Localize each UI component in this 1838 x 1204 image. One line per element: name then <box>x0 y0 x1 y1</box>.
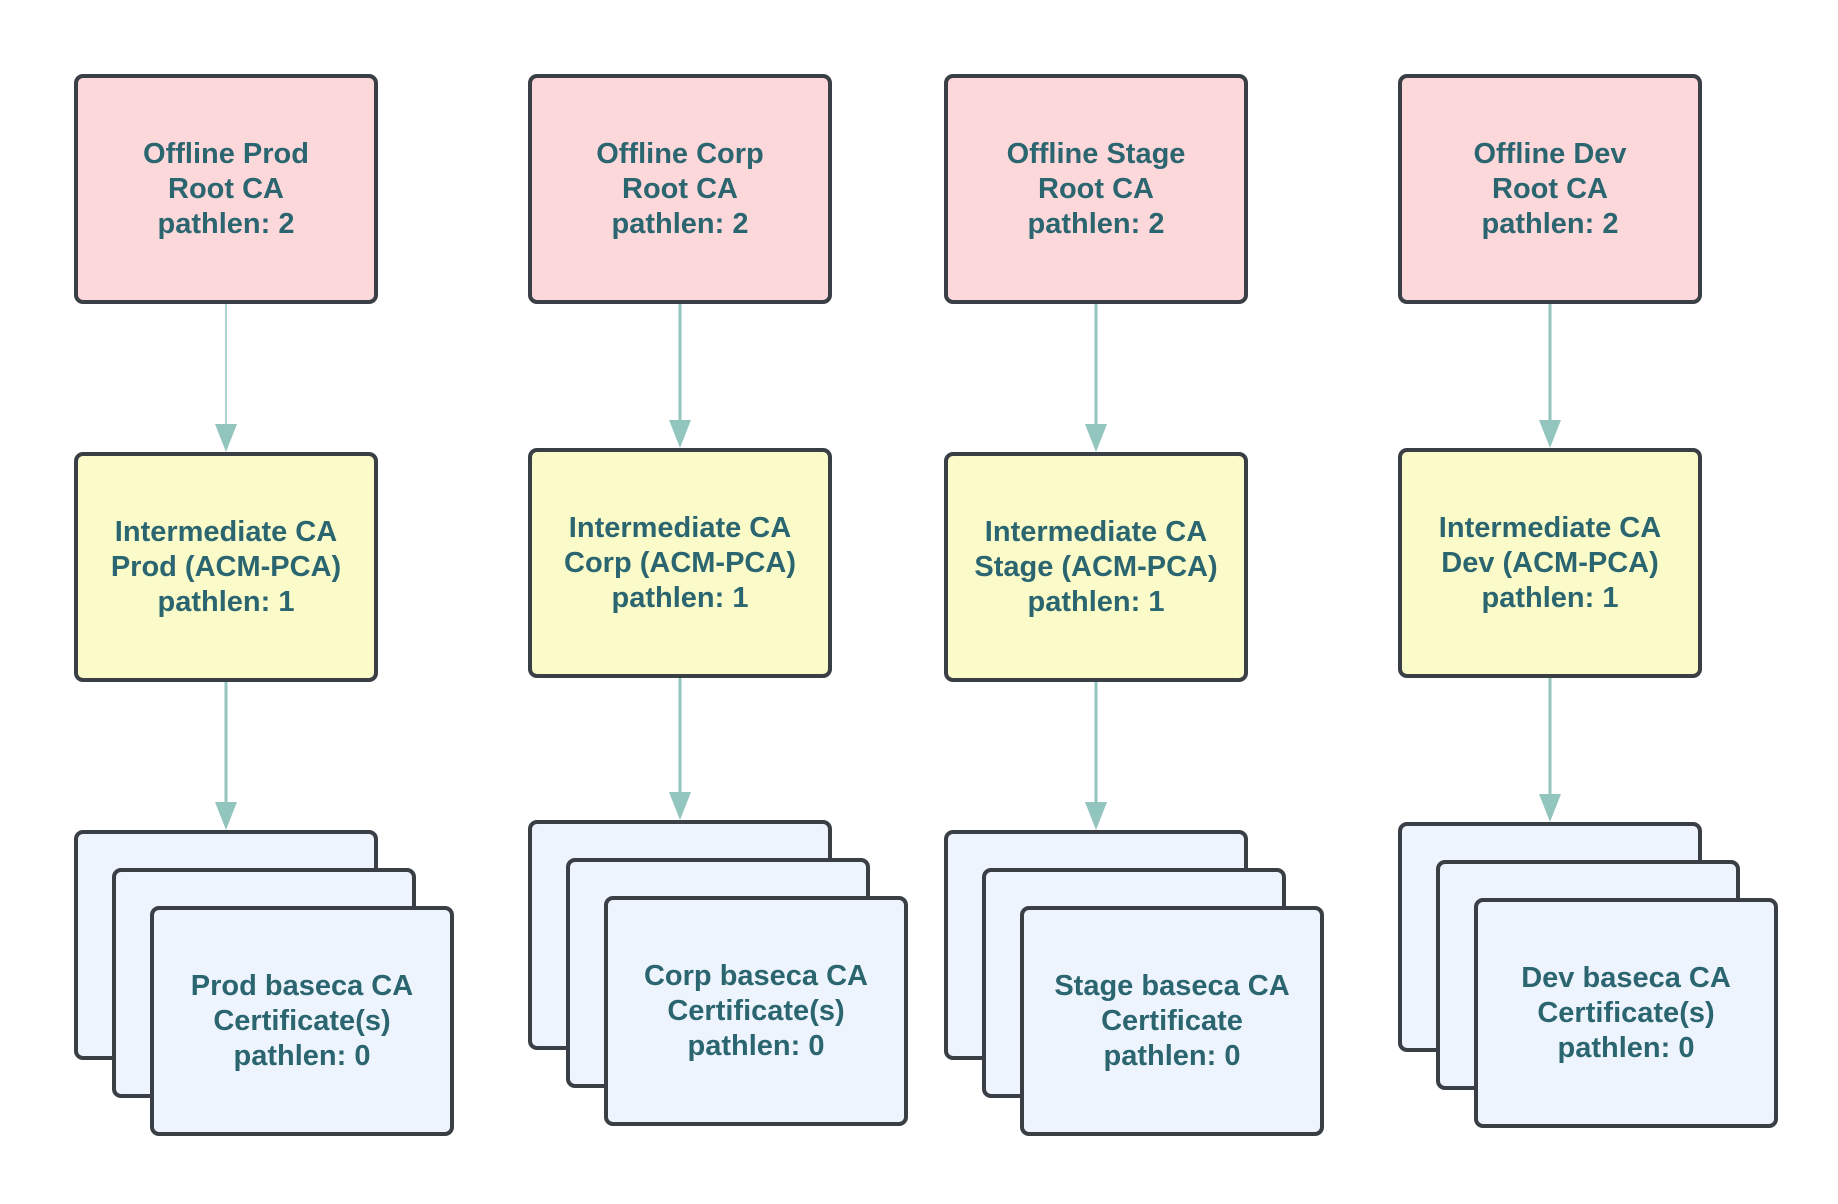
corp-certificate-line-2: Certificate(s) <box>667 994 845 1027</box>
dev-certificate-line-1: Dev baseca CA <box>1521 961 1731 994</box>
corp-intermediate-ca-box: Intermediate CA Corp (ACM-PCA) pathlen: … <box>528 448 832 678</box>
stage-certificate-box: Stage baseca CA Certificate pathlen: 0 <box>1020 906 1324 1136</box>
prod-root-to-intermediate-arrow-head <box>215 424 237 452</box>
dev-root-ca-box: Offline Dev Root CA pathlen: 2 <box>1398 74 1702 304</box>
dev-certificate-line-2: Certificate(s) <box>1537 996 1715 1029</box>
corp-certificate-line-3: pathlen: 0 <box>687 1029 825 1062</box>
corp-intermediate-to-certificate-arrow-head <box>669 792 691 820</box>
prod-root-line-3: pathlen: 2 <box>157 207 295 240</box>
stage-certificate-line-1: Stage baseca CA <box>1054 969 1290 1002</box>
dev-root-line-2: Root CA <box>1492 172 1608 205</box>
stage-root-to-intermediate-arrow <box>1085 304 1107 452</box>
prod-intermediate-to-certificate-arrow <box>215 682 237 830</box>
corp-root-ca-box: Offline Corp Root CA pathlen: 2 <box>528 74 832 304</box>
prod-intermediate-ca-box: Intermediate CA Prod (ACM-PCA) pathlen: … <box>74 452 378 682</box>
prod-root-line-1: Offline Prod <box>143 137 309 170</box>
prod-certificate-box: Prod baseca CA Certificate(s) pathlen: 0 <box>150 906 454 1136</box>
prod-certificate-line-2: Certificate(s) <box>213 1004 391 1037</box>
dev-intermediate-line-2: Dev (ACM-PCA) <box>1441 546 1659 579</box>
stage-intermediate-to-certificate-arrow-head <box>1085 802 1107 830</box>
dev-intermediate-to-certificate-arrow-head <box>1539 794 1561 822</box>
stage-intermediate-to-certificate-arrow <box>1085 682 1107 830</box>
dev-root-to-intermediate-arrow-head <box>1539 420 1561 448</box>
stage-root-line-2: Root CA <box>1038 172 1154 205</box>
dev-intermediate-to-certificate-arrow <box>1539 678 1561 822</box>
corp-certificate-line-1: Corp baseca CA <box>643 959 868 992</box>
dev-intermediate-line-1: Intermediate CA <box>1438 511 1662 544</box>
stage-certificate-line-3: pathlen: 0 <box>1103 1039 1241 1072</box>
prod-intermediate-to-certificate-arrow-head <box>215 802 237 830</box>
corp-root-line-1: Offline Corp <box>596 137 764 170</box>
prod-intermediate-line-1: Intermediate CA <box>114 515 338 548</box>
corp-root-line-3: pathlen: 2 <box>611 207 749 240</box>
prod-certificate-line-1: Prod baseca CA <box>190 969 414 1002</box>
dev-root-line-3: pathlen: 2 <box>1481 207 1619 240</box>
corp-intermediate-line-3: pathlen: 1 <box>611 581 749 614</box>
stage-certificate-line-2: Certificate <box>1101 1004 1243 1037</box>
corp-intermediate-line-2: Corp (ACM-PCA) <box>564 546 796 579</box>
dev-certificate-box: Dev baseca CA Certificate(s) pathlen: 0 <box>1474 898 1778 1128</box>
stage-root-to-intermediate-arrow-head <box>1085 424 1107 452</box>
dev-intermediate-ca-box: Intermediate CA Dev (ACM-PCA) pathlen: 1 <box>1398 448 1702 678</box>
prod-root-to-intermediate-arrow <box>215 304 237 452</box>
prod-intermediate-line-2: Prod (ACM-PCA) <box>110 550 342 583</box>
corp-certificate-box: Corp baseca CA Certificate(s) pathlen: 0 <box>604 896 908 1126</box>
corp-root-line-2: Root CA <box>622 172 738 205</box>
corp-root-to-intermediate-arrow-head <box>669 420 691 448</box>
stage-root-line-1: Offline Stage <box>1006 137 1186 170</box>
stage-intermediate-ca-box: Intermediate CA Stage (ACM-PCA) pathlen:… <box>944 452 1248 682</box>
dev-root-to-intermediate-arrow <box>1539 304 1561 448</box>
prod-intermediate-line-3: pathlen: 1 <box>157 585 295 618</box>
corp-intermediate-line-1: Intermediate CA <box>568 511 792 544</box>
stage-intermediate-line-2: Stage (ACM-PCA) <box>974 550 1218 583</box>
prod-root-line-2: Root CA <box>168 172 284 205</box>
stage-root-ca-box: Offline Stage Root CA pathlen: 2 <box>944 74 1248 304</box>
dev-certificate-line-3: pathlen: 0 <box>1557 1031 1695 1064</box>
stage-intermediate-line-3: pathlen: 1 <box>1027 585 1165 618</box>
corp-intermediate-to-certificate-arrow <box>669 678 691 820</box>
stage-root-line-3: pathlen: 2 <box>1027 207 1165 240</box>
stage-intermediate-line-1: Intermediate CA <box>984 515 1208 548</box>
dev-intermediate-line-3: pathlen: 1 <box>1481 581 1619 614</box>
dev-root-line-1: Offline Dev <box>1473 137 1627 170</box>
corp-root-to-intermediate-arrow <box>669 304 691 448</box>
prod-root-ca-box: Offline Prod Root CA pathlen: 2 <box>74 74 378 304</box>
prod-certificate-line-3: pathlen: 0 <box>233 1039 371 1072</box>
